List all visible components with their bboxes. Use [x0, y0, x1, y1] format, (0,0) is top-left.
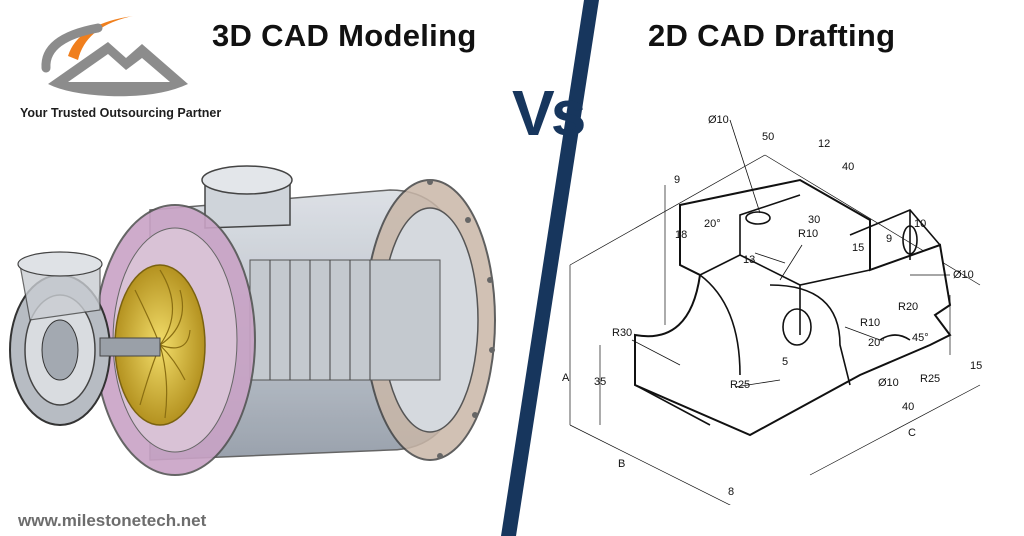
dim-20deg-bottom: 20° [868, 337, 885, 349]
website-url[interactable]: www.milestonetech.net [18, 511, 207, 530]
vs-label: Vs [512, 77, 586, 149]
company-logo [38, 8, 203, 98]
dim-18: 18 [675, 229, 687, 241]
dim-9-left: 9 [674, 174, 680, 186]
dim-b: B [618, 458, 625, 470]
dim-8: 8 [728, 486, 734, 498]
dim-r25-right: R25 [920, 373, 940, 385]
dim-r10-right: R10 [860, 317, 880, 329]
dim-50: 50 [762, 131, 774, 143]
right-title: 2D CAD Drafting [648, 18, 896, 53]
dim-40-bottom: 40 [902, 401, 914, 413]
dim-10: 10 [914, 218, 926, 230]
dim-c: C [908, 427, 916, 439]
dim-9-right: 9 [886, 233, 892, 245]
dim-20deg-top: 20° [704, 218, 721, 230]
dim-45deg: 45° [912, 332, 929, 344]
dim-40-top: 40 [842, 161, 854, 173]
dim-r30: R30 [612, 327, 632, 339]
dim-5: 5 [782, 356, 788, 368]
dim-r25-left: R25 [730, 379, 750, 391]
isometric-technical-drawing: Ø10 50 12 40 9 20° 30 R10 18 15 9 10 13 … [562, 114, 982, 505]
dim-r20: R20 [898, 301, 918, 313]
left-title: 3D CAD Modeling [212, 18, 477, 53]
dim-12: 12 [818, 138, 830, 150]
dim-35: 35 [594, 376, 606, 388]
dim-30: 30 [808, 214, 820, 226]
mountain-logo-icon [41, 16, 188, 97]
dim-a: A [562, 372, 570, 384]
dim-r10-top: R10 [798, 228, 818, 240]
dim-dia10-top: Ø10 [708, 114, 729, 126]
dim-15-right: 15 [970, 360, 982, 372]
turbomachine-3d-render [9, 165, 496, 476]
dim-dia10-right: Ø10 [953, 269, 974, 281]
dim-dia10-bottom: Ø10 [878, 377, 899, 389]
dim-15-mid: 15 [852, 242, 864, 254]
dim-13: 13 [743, 254, 755, 266]
tagline: Your Trusted Outsourcing Partner [20, 106, 222, 120]
